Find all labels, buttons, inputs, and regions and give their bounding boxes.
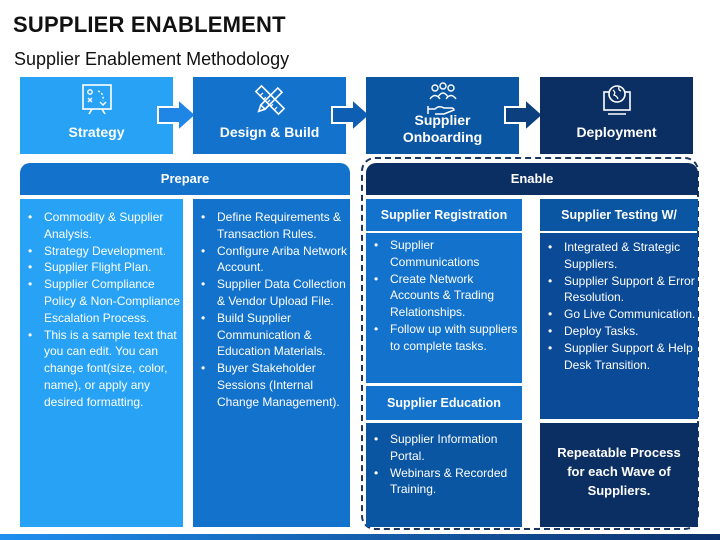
strategy-icon — [81, 84, 112, 115]
supplier-testing-header: Supplier Testing W/ — [540, 199, 698, 231]
list-item: Integrated & Strategic Suppliers. — [540, 239, 698, 273]
step-label: Supplier Onboarding — [402, 112, 483, 145]
list-item: Deploy Tasks. — [540, 323, 698, 340]
list-item: Supplier Communications — [366, 237, 522, 271]
design-tools-icon — [254, 84, 285, 116]
repeatable-process-text: Repeatable Process for each Wave of Supp… — [557, 445, 681, 498]
enable-dashed-border — [361, 157, 699, 530]
prepare-header: Prepare — [20, 163, 350, 195]
list-item: Follow up with suppliers to complete tas… — [366, 321, 522, 355]
list-item: Supplier Support & Error Resolution. — [540, 273, 698, 307]
globe-screen-icon — [602, 85, 631, 115]
list-item: Supplier Data Collection & Vendor Upload… — [193, 276, 350, 310]
list-item: Create Network Accounts & Trading Relati… — [366, 271, 522, 321]
prepare-column-2: Define Requirements & Transaction Rules.… — [193, 199, 350, 527]
list-item: Build Supplier Communication & Education… — [193, 310, 350, 360]
list-item: Supplier Support & Help Desk Transition. — [540, 340, 698, 374]
supplier-education-title: Supplier Education — [387, 396, 501, 410]
step-supplier-onboarding: Supplier Onboarding — [366, 77, 519, 154]
list-item: Go Live Communication. — [540, 306, 698, 323]
supplier-testing-title: Supplier Testing W/ — [561, 208, 677, 222]
list-item: Strategy Development. — [20, 243, 183, 260]
prepare-column-1: Commodity & Supplier Analysis. Strategy … — [20, 199, 183, 527]
step-label: Strategy — [68, 124, 125, 140]
supplier-education-body: Supplier Information Portal. Webinars & … — [366, 423, 522, 527]
supplier-testing-body: Integrated & Strategic Suppliers. Suppli… — [540, 233, 698, 419]
enable-header: Enable — [366, 163, 698, 195]
enable-title: Enable — [510, 171, 554, 186]
list-item: Supplier Information Portal. — [366, 431, 522, 465]
arrow-right-icon — [504, 97, 545, 133]
list-item: Webinars & Recorded Training. — [366, 465, 522, 499]
step-design-build: Design & Build — [193, 77, 346, 154]
repeatable-process-box: Repeatable Process for each Wave of Supp… — [540, 423, 698, 527]
step-label: Deployment — [576, 124, 657, 140]
list-item: This is a sample text that you can edit.… — [20, 327, 183, 411]
step-deployment: Deployment — [540, 77, 693, 154]
list-item: Supplier Flight Plan. — [20, 259, 183, 276]
step-label: Design & Build — [219, 124, 320, 140]
supplier-registration-body: Supplier Communications Create Network A… — [366, 233, 522, 383]
list-item: Configure Ariba Network Account. — [193, 243, 350, 277]
arrow-right-icon — [331, 97, 372, 133]
supplier-registration-header: Supplier Registration — [366, 199, 522, 231]
bottom-accent-strip — [0, 534, 720, 540]
page-title: SUPPLIER ENABLEMENT — [13, 12, 286, 37]
list-item: Commodity & Supplier Analysis. — [20, 209, 183, 243]
page-subtitle: Supplier Enablement Methodology — [14, 49, 290, 69]
list-item: Buyer Stakeholder Sessions (Internal Cha… — [193, 360, 350, 410]
supplier-education-header: Supplier Education — [366, 386, 522, 420]
people-hand-icon — [426, 82, 457, 115]
supplier-registration-title: Supplier Registration — [380, 208, 508, 222]
list-item: Define Requirements & Transaction Rules. — [193, 209, 350, 243]
prepare-title: Prepare — [160, 171, 210, 186]
step-strategy: Strategy — [20, 77, 173, 154]
list-item: Supplier Compliance Policy & Non-Complia… — [20, 276, 183, 326]
arrow-right-icon — [157, 97, 198, 133]
